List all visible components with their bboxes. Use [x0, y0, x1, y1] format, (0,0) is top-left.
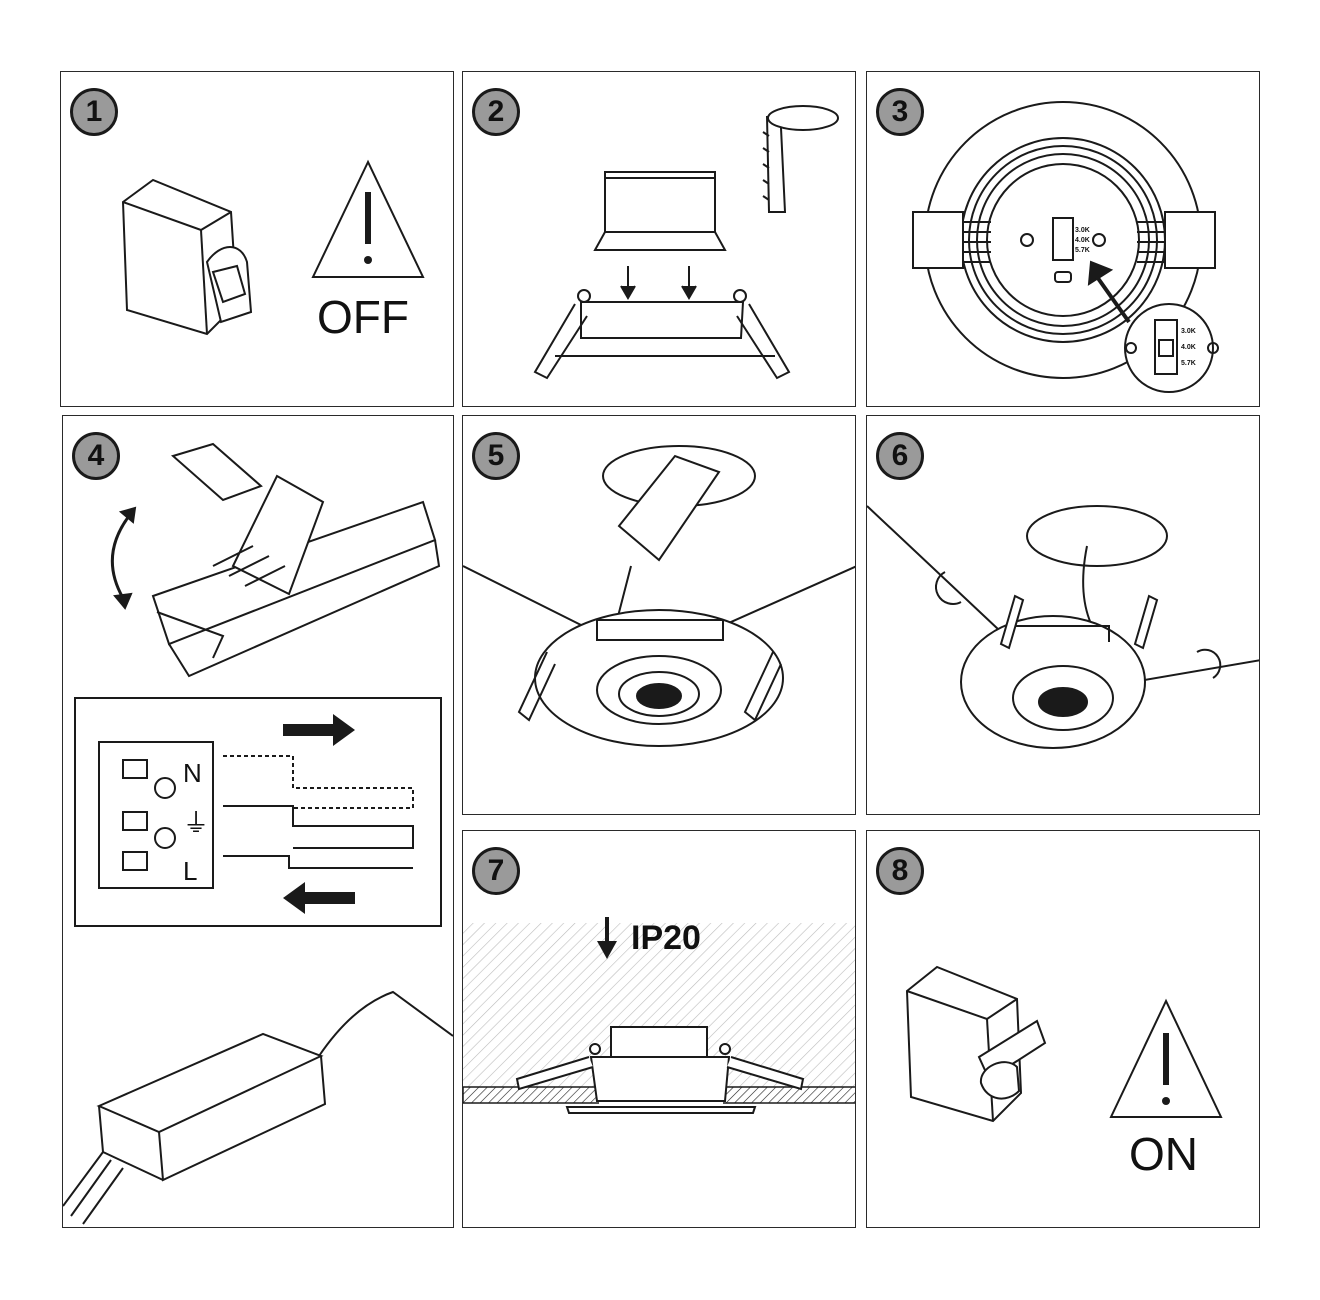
arrow-right-icon [283, 714, 355, 746]
step-2-badge: 2 [472, 88, 520, 136]
step-5-badge: 5 [472, 432, 520, 480]
step-7-badge: 7 [472, 847, 520, 895]
warning-triangle-icon [311, 159, 425, 278]
insert-fixture-illustration [867, 505, 1259, 749]
on-label: ON [1129, 1128, 1198, 1180]
step-8-badge: 8 [876, 847, 924, 895]
arrow-left-icon [283, 882, 355, 914]
cct-option-label: 3.0K [1181, 328, 1196, 335]
step-6-panel: 6 [866, 415, 1260, 815]
connect-driver-illustration [463, 445, 855, 747]
terminal-earth-label: ⏚ [183, 808, 209, 838]
warning-triangle-icon [1109, 998, 1223, 1118]
driver-separation-illustration [533, 105, 839, 380]
ceiling-install-illustration [463, 917, 855, 1114]
cct-option-label: 4.0K [1181, 344, 1196, 351]
step-4-panel: 4 N ⏚ L [62, 415, 454, 1228]
step-8-panel: 8 ON [866, 830, 1260, 1228]
terminal-l-label: L [183, 856, 197, 886]
cct-option-label: 4.0K [1075, 237, 1090, 244]
connector-illustration: N ⏚ L [63, 442, 453, 1225]
breaker-on-illustration [905, 965, 1047, 1123]
arrow-down-icon [597, 941, 617, 959]
terminal-n-label: N [183, 758, 202, 788]
step-1-panel: 1 OFF [60, 71, 454, 407]
step-7-panel: 7 IP20 [462, 830, 856, 1228]
step-5-panel: 5 [462, 415, 856, 815]
ip-rating-label: IP20 [631, 919, 701, 957]
step-3-panel: 3 3.0K 4.0K 5.7K 3.0K [866, 71, 1260, 407]
cct-option-label: 5.7K [1075, 247, 1090, 254]
step-1-badge: 1 [70, 88, 118, 136]
cct-switch-illustration: 3.0K 4.0K 5.7K 3.0K 4.0K 5.7K [912, 101, 1219, 393]
breaker-off-illustration [121, 178, 253, 336]
cct-option-label: 3.0K [1075, 227, 1090, 234]
step-6-badge: 6 [876, 432, 924, 480]
step-2-panel: 2 [462, 71, 856, 407]
step-3-badge: 3 [876, 88, 924, 136]
step-4-badge: 4 [72, 432, 120, 480]
cct-option-label: 5.7K [1181, 360, 1196, 367]
off-label: OFF [317, 291, 409, 343]
